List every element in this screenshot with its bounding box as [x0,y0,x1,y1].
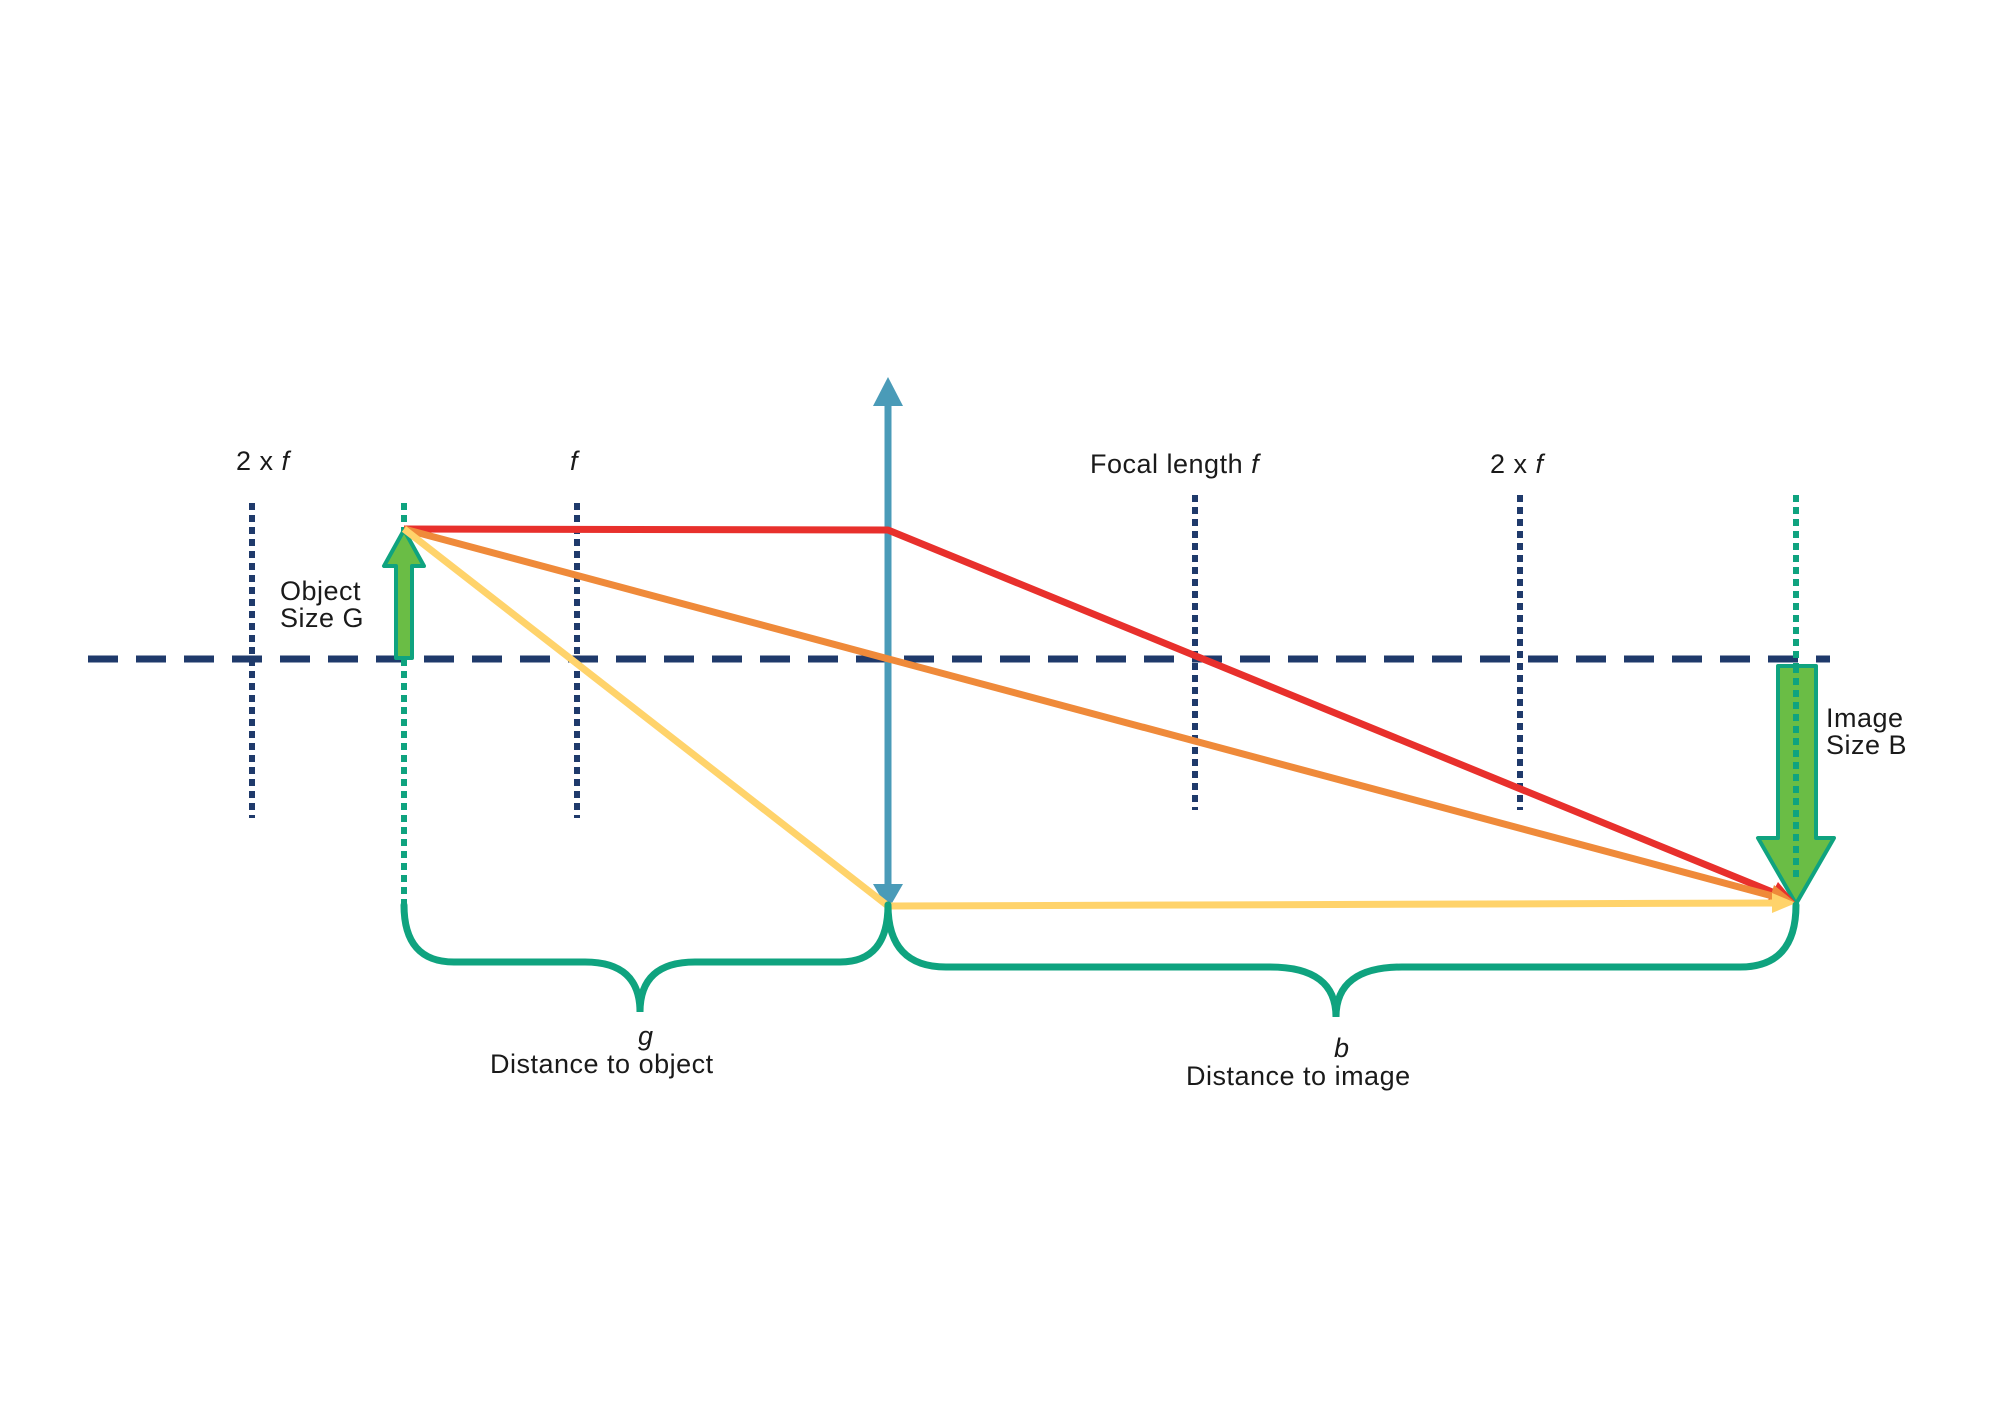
ray-center [403,525,1796,905]
label-object-size: Object Size G [280,576,369,633]
object-arrow [382,528,426,660]
lens-arrow [873,377,903,910]
label-focal-length: Focal length f [1090,449,1261,479]
label-2f-right: 2 x f [1490,449,1546,479]
brace-image-distance [884,901,1800,1018]
label-g: g [638,1021,654,1051]
label-f-left: f [570,446,580,476]
image-arrow [1756,664,1836,906]
label-image-size: Image Size B [1826,703,1912,760]
brace-object-distance [400,901,892,1013]
label-b: b [1334,1033,1350,1063]
label-2f-left: 2 x f [236,446,292,476]
caption-distance-to-object: Distance to object [490,1049,714,1079]
caption-distance-to-image: Distance to image [1186,1061,1411,1091]
